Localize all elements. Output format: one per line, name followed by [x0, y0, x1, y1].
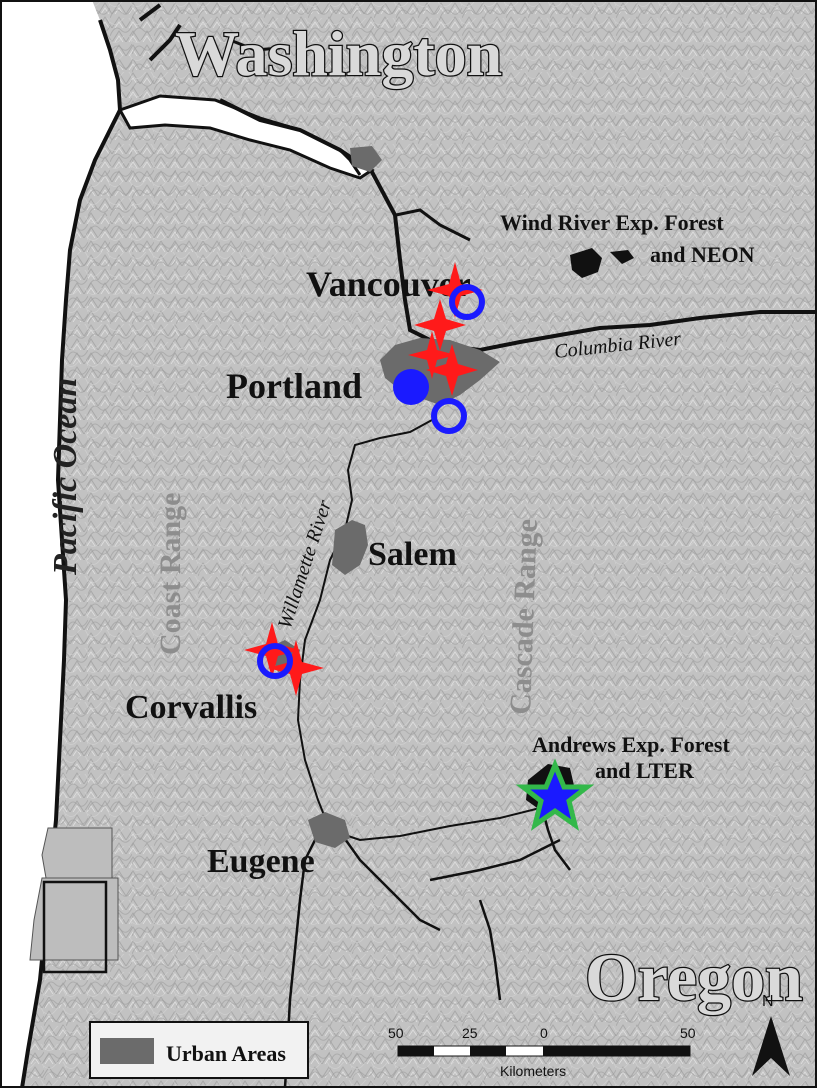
- city-label-corvallis: Corvallis: [125, 689, 257, 726]
- scale-tick-1: 50: [388, 1025, 404, 1041]
- inset-washington: [41, 827, 113, 879]
- scale-unit-label: Kilometers: [500, 1063, 566, 1079]
- city-label-eugene: Eugene: [207, 843, 315, 880]
- city-label-salem: Salem: [368, 536, 457, 573]
- relief-overlay: [22, 0, 817, 1088]
- columbia-river-line: [138, 3, 817, 353]
- scale-bar: 50 25 0 50 Kilometers: [388, 1025, 696, 1079]
- city-label-portland: Portland: [226, 366, 362, 406]
- marker-star-andrews[interactable]: [515, 758, 595, 831]
- inset-oregon: [29, 877, 119, 961]
- southern-river-lines: [283, 799, 571, 1088]
- legend-urban-swatch: [100, 1038, 154, 1064]
- marker-circle-blue-open-2[interactable]: [431, 398, 467, 434]
- state-label-oregon: Oregon: [585, 939, 803, 1015]
- range-label-cascade: Cascade Range: [504, 518, 544, 715]
- willamette-river-line: [296, 419, 541, 842]
- marker-circle-blue-open-1[interactable]: [449, 284, 485, 320]
- scale-tick-3: 0: [540, 1025, 548, 1041]
- north-arrow-label: N: [762, 993, 774, 1010]
- site-label-wind-river-2: and NEON: [650, 242, 755, 267]
- state-label-washington: Washington: [175, 18, 502, 89]
- scale-tick-4: 50: [680, 1025, 696, 1041]
- legend: Urban Areas: [89, 1021, 309, 1079]
- urban-eugene: [308, 812, 350, 848]
- marker-circle-blue-filled[interactable]: [393, 369, 429, 405]
- marker-star-red-3[interactable]: [408, 331, 456, 379]
- wind-river-area: [570, 248, 634, 278]
- marker-star-red-4[interactable]: [426, 344, 478, 396]
- range-label-coast: Coast Range: [154, 493, 187, 656]
- marker-star-red-2[interactable]: [414, 299, 466, 351]
- site-label-andrews-2: and LTER: [595, 758, 695, 783]
- city-label-vancouver: Vancouver: [306, 264, 471, 304]
- site-label-wind-river-1: Wind River Exp. Forest: [500, 210, 724, 235]
- legend-urban-label: Urban Areas: [166, 1041, 286, 1066]
- urban-salem: [332, 520, 368, 575]
- inset-map: [29, 827, 119, 974]
- marker-star-red-6[interactable]: [268, 640, 324, 696]
- scale-tick-2: 25: [462, 1025, 478, 1041]
- ocean-label-pacific: Pacific Ocean: [47, 378, 84, 576]
- wa-river-lines: [229, 38, 471, 242]
- marker-circle-blue-open-3[interactable]: [257, 643, 293, 679]
- marker-star-red-5[interactable]: [244, 622, 300, 678]
- site-label-andrews-1: Andrews Exp. Forest: [532, 732, 730, 757]
- north-arrow: N: [752, 993, 790, 1076]
- urban-longview: [350, 146, 382, 172]
- inset-extent-box: [42, 880, 108, 974]
